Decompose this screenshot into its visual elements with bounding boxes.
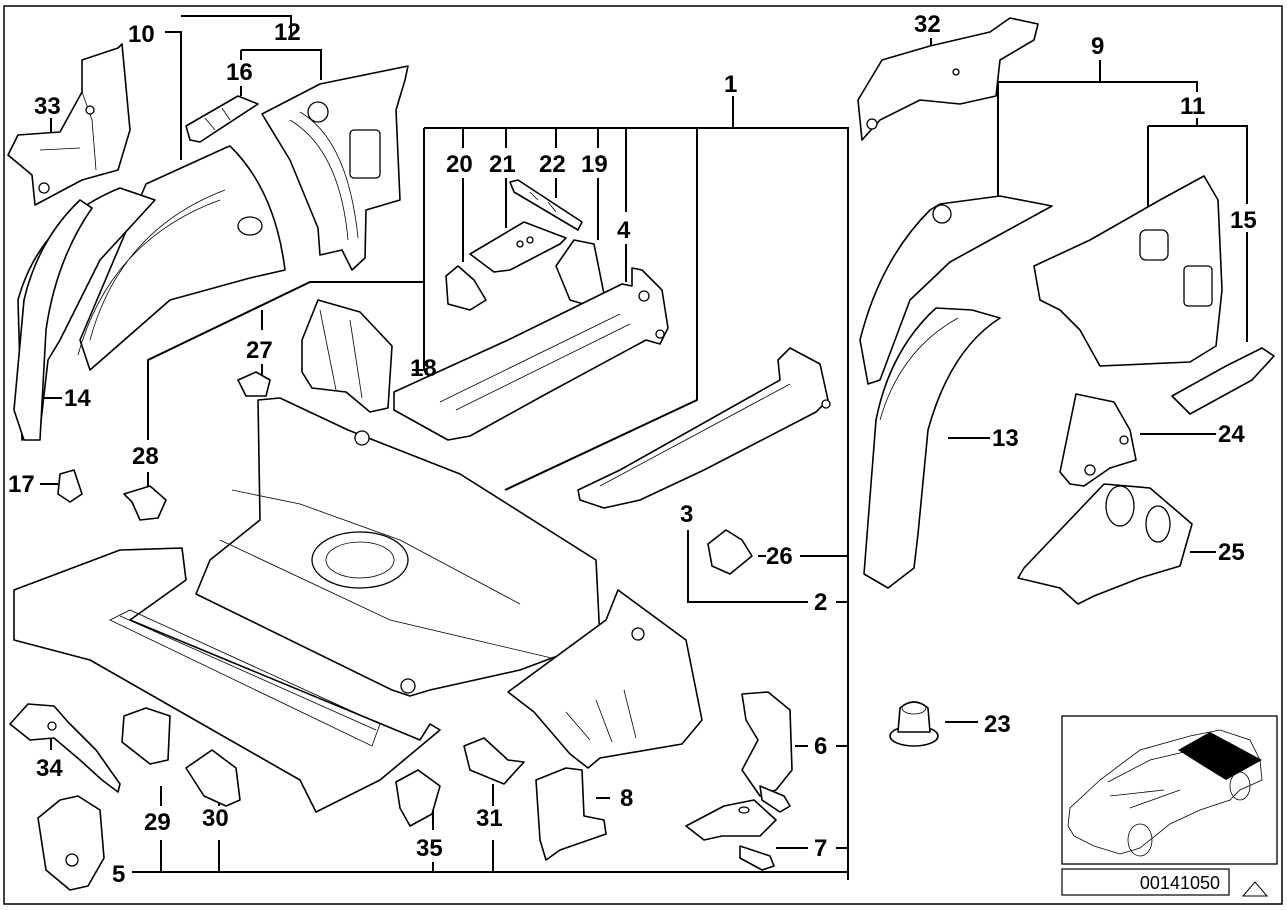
- callout-32[interactable]: 32: [914, 11, 941, 38]
- callout-19[interactable]: 19: [581, 151, 608, 178]
- callout-34[interactable]: 34: [36, 755, 63, 782]
- callout-15[interactable]: 15: [1230, 207, 1257, 234]
- part-12: [261, 65, 409, 271]
- part-4: [393, 267, 669, 441]
- leader-lines: [40, 15, 1248, 880]
- part-9: [859, 195, 1053, 385]
- part-11: [1033, 175, 1223, 367]
- part-24: [1059, 393, 1137, 487]
- callout-31[interactable]: 31: [476, 805, 503, 832]
- callout-12[interactable]: 12: [274, 19, 301, 46]
- part-23: [889, 701, 939, 747]
- part-35: [395, 769, 441, 827]
- ref-number: 00141050: [1140, 873, 1220, 893]
- callout-1[interactable]: 1: [724, 71, 737, 98]
- part-30: [185, 749, 241, 807]
- callout-9[interactable]: 9: [1091, 33, 1104, 60]
- part-6: [741, 691, 793, 813]
- part-22: [509, 179, 583, 231]
- callout-20[interactable]: 20: [446, 151, 473, 178]
- callout-28[interactable]: 28: [132, 443, 159, 470]
- callout-11[interactable]: 11: [1180, 93, 1205, 120]
- callout-3[interactable]: 3: [680, 501, 693, 528]
- callout-16[interactable]: 16: [226, 59, 253, 86]
- callout-18[interactable]: 18: [410, 355, 437, 382]
- callout-23[interactable]: 23: [984, 711, 1011, 738]
- part-32: [857, 17, 1039, 141]
- inset-frame: [1061, 715, 1278, 865]
- part-21: [469, 221, 567, 273]
- callout-17[interactable]: 17: [8, 471, 35, 498]
- car-inset: 00141050: [1061, 715, 1278, 897]
- part-26: [707, 529, 753, 575]
- part-16: [185, 95, 259, 143]
- part-14: [13, 199, 93, 441]
- part-2: [507, 589, 703, 769]
- highlight-region: [1178, 732, 1262, 780]
- part-3: [577, 347, 831, 509]
- callout-2[interactable]: 2: [814, 589, 827, 616]
- callout-26[interactable]: 26: [766, 543, 793, 570]
- warning-triangle-icon: [1241, 881, 1269, 897]
- part-8: [535, 767, 607, 861]
- callout-5[interactable]: 5: [112, 861, 125, 888]
- part-7: [685, 799, 777, 871]
- callout-21[interactable]: 21: [489, 151, 516, 178]
- callout-30[interactable]: 30: [202, 805, 229, 832]
- parts: [7, 17, 1275, 891]
- callout-10[interactable]: 10: [128, 21, 155, 48]
- part-18: [301, 299, 393, 413]
- part-rear-floor: [13, 547, 441, 813]
- callout-22[interactable]: 22: [539, 151, 566, 178]
- callout-25[interactable]: 25: [1218, 539, 1245, 566]
- part-5: [37, 795, 105, 891]
- part-17: [57, 469, 83, 503]
- callout-24[interactable]: 24: [1218, 421, 1245, 448]
- callout-4[interactable]: 4: [617, 217, 631, 244]
- ref-number-box: [1061, 868, 1230, 896]
- callout-33[interactable]: 33: [34, 93, 61, 120]
- callout-14[interactable]: 14: [64, 385, 91, 412]
- callout-8[interactable]: 8: [620, 785, 633, 812]
- diagram-border: [3, 5, 1283, 905]
- part-33: [7, 43, 131, 206]
- part-20: [445, 265, 487, 311]
- part-13: [863, 307, 1001, 589]
- callout-7[interactable]: 7: [814, 835, 827, 862]
- callout-29[interactable]: 29: [144, 809, 171, 836]
- part-floor-pan: [195, 397, 601, 697]
- car-outline-icon: [1067, 729, 1263, 857]
- part-31: [463, 737, 525, 785]
- callout-13[interactable]: 13: [992, 425, 1019, 452]
- part-29: [121, 707, 171, 765]
- part-28: [123, 485, 167, 521]
- part-25: [1017, 483, 1193, 605]
- part-15: [1171, 347, 1275, 415]
- callout-6[interactable]: 6: [814, 733, 827, 760]
- part-27: [237, 371, 271, 397]
- callout-labels: 10 12 16 33 1 20 21 22 19 4 27 18 14 28 …: [8, 11, 1257, 888]
- callout-35[interactable]: 35: [416, 835, 443, 862]
- part-34: [9, 703, 121, 793]
- callout-27[interactable]: 27: [246, 337, 273, 364]
